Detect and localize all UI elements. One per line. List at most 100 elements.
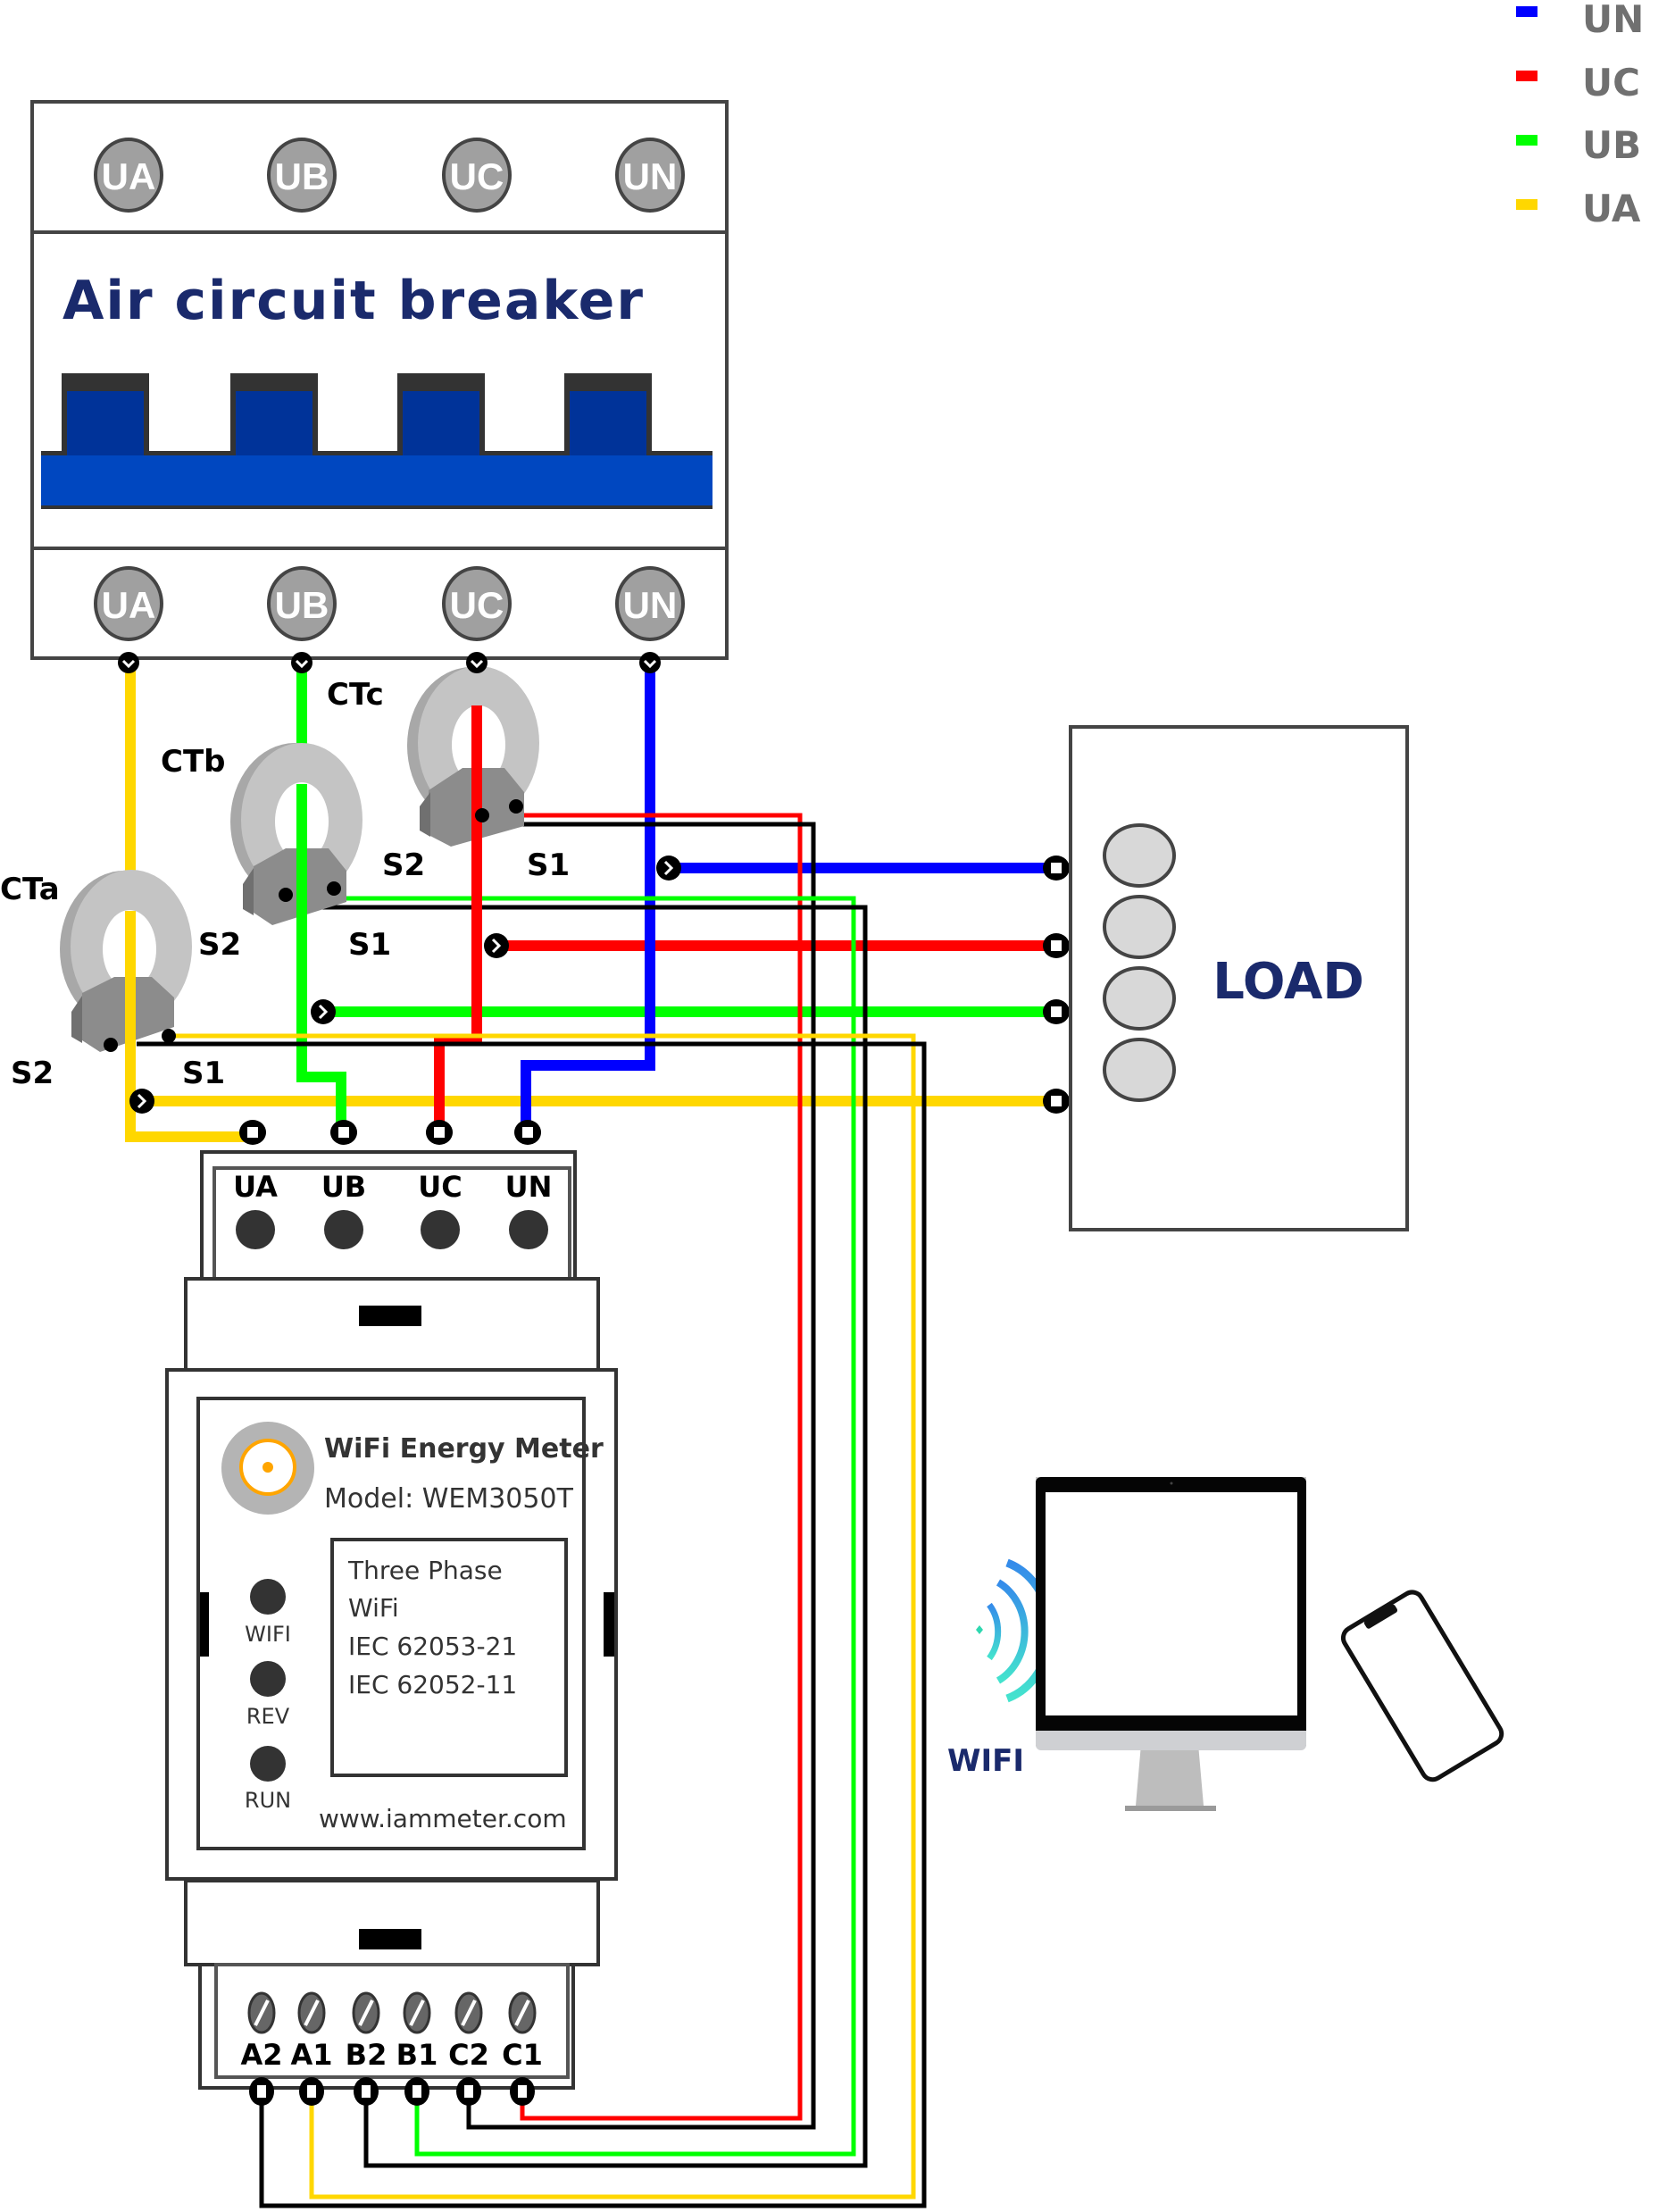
node-breaker-ub [291,652,312,673]
breaker-switch-1[interactable] [62,373,149,455]
legend-swatch-ub [1516,135,1538,146]
air-circuit-breaker: UA UB UC UN Air circuit breaker UA UB UC… [30,100,729,660]
ct-terminal-label: C1 [502,2038,543,2072]
legend-swatch-un [1516,6,1538,17]
breaker-top-terminals: UA UB UC UN [94,138,685,213]
load-label: LOAD [1212,953,1364,1011]
ct-terminal-label: B1 [396,2038,438,2072]
meter-spec-line: IEC 62053-21 [348,1632,517,1661]
node-load-un [1043,856,1070,881]
cta-s2-terminal [104,1038,118,1052]
svg-text:UC: UC [450,155,504,197]
meter-spec-line: WiFi [348,1593,399,1623]
din-clip-bottom [359,1929,421,1949]
wifi-label: WIFI [947,1743,1024,1779]
led-label-wifi: WIFI [245,1622,291,1647]
meter-terminal-label-ua: UA [233,1170,278,1204]
load: LOAD [1069,725,1409,1231]
breaker-switch-2[interactable] [230,373,318,455]
ct-terminal-c2: C2 [448,1991,489,2106]
ctb-s1-terminal [327,881,341,896]
wire-un-main [521,665,655,1127]
ct-signal-wires [137,813,927,2208]
legend-label-ua: UA [1582,187,1641,230]
connector-nodes [118,652,1070,1145]
node-breaker-ua [118,652,139,673]
meter-model: Model: WEM3050T [324,1483,574,1515]
svg-text:UB: UB [275,155,329,197]
ct-a: CTa S2 S1 [0,870,225,1139]
legend-swatch-uc [1516,71,1538,81]
ct-terminal-a1: A1 [290,1991,333,2106]
legend-label-uc: UC [1582,61,1640,104]
breaker-switch-4[interactable] [564,373,652,455]
led-rev [250,1661,286,1697]
breaker-top-terminal-ua: UA [94,138,163,213]
meter-title: WiFi Energy Meter [324,1433,604,1465]
monitor-stand [1136,1744,1204,1806]
legend-label-ub: UB [1582,123,1641,167]
meter-screw-ub [324,1210,363,1249]
meter-logo-icon [221,1422,314,1515]
cta-s1-label: S1 [182,1056,225,1091]
monitor-screen [1046,1492,1297,1715]
breaker-switches [41,373,712,509]
breaker-top-terminal-un: UN [615,138,685,213]
ct-c: CTc S2 S1 [327,666,570,938]
monitor-chin [1036,1731,1306,1750]
node-load-ua [1043,1089,1070,1114]
meter-terminal-label-ub: UB [321,1170,366,1204]
node-breaker-un [639,652,661,673]
led-run [250,1746,286,1782]
svg-text:UA: UA [102,155,156,197]
svg-text:UC: UC [450,584,504,626]
node-load-uc [1043,933,1070,958]
svg-text:UB: UB [275,584,329,626]
ctc-s1-label: S1 [527,847,570,883]
node-junction-uc [484,933,509,958]
breaker-top-terminal-uc: UC [442,138,512,213]
breaker-switch-3[interactable] [397,373,485,455]
meter-screw-ua [236,1210,275,1249]
node-junction-ub [311,999,336,1024]
ct-terminal-label: B2 [346,2038,388,2072]
breaker-bottom-terminals: UA UB UC UN [94,566,685,641]
wire-cta-s2 [137,1041,927,2208]
node-load-ub [1043,999,1070,1024]
ctb-s2-label: S2 [198,927,241,963]
meter-spec-box [330,1538,568,1777]
wire-ctc-s1 [516,813,803,2121]
led-label-rev: REV [246,1704,290,1729]
meter-screw-un [509,1210,548,1249]
breaker-bottom-terminal-un: UN [615,566,685,641]
wire-ctc-s2 [466,822,816,2130]
meter-website: www.iammeter.com [319,1804,567,1833]
ctc-s2-terminal [475,808,489,822]
ct-terminal-label: C2 [448,2038,489,2072]
ct-terminal-b1: B1 [396,1991,438,2106]
meter-terminal-label-uc: UC [418,1170,462,1204]
ct-terminal-label: A1 [290,2038,332,2072]
breaker-bottom-terminal-ub: UB [267,566,337,641]
wire-cta-s1 [170,1033,916,2199]
meter-screw-uc [421,1210,460,1249]
node-meter-uc [426,1120,453,1145]
energy-meter: UA UB UC UN WiFi Energy Meter Model: WEM… [165,1150,618,2090]
legend: UN UC UB UA [1516,0,1644,230]
breaker-bar [41,455,712,506]
node-meter-un [514,1120,541,1145]
node-junction-ua [129,1089,154,1114]
desktop-monitor [1036,1477,1306,1811]
smartphone [1340,1590,1504,1782]
din-clip-top [359,1306,421,1326]
phone-body [1340,1590,1504,1782]
svg-text:UN: UN [623,584,678,626]
node-meter-ua [239,1120,266,1145]
node-meter-ub [330,1120,357,1145]
led-wifi [250,1579,286,1615]
ctb-s1-label: S1 [348,927,391,963]
breaker-bottom-terminal-ua: UA [94,566,163,641]
wire-ctb-s1 [333,896,856,2157]
wire-ctb-s2 [299,905,868,2168]
